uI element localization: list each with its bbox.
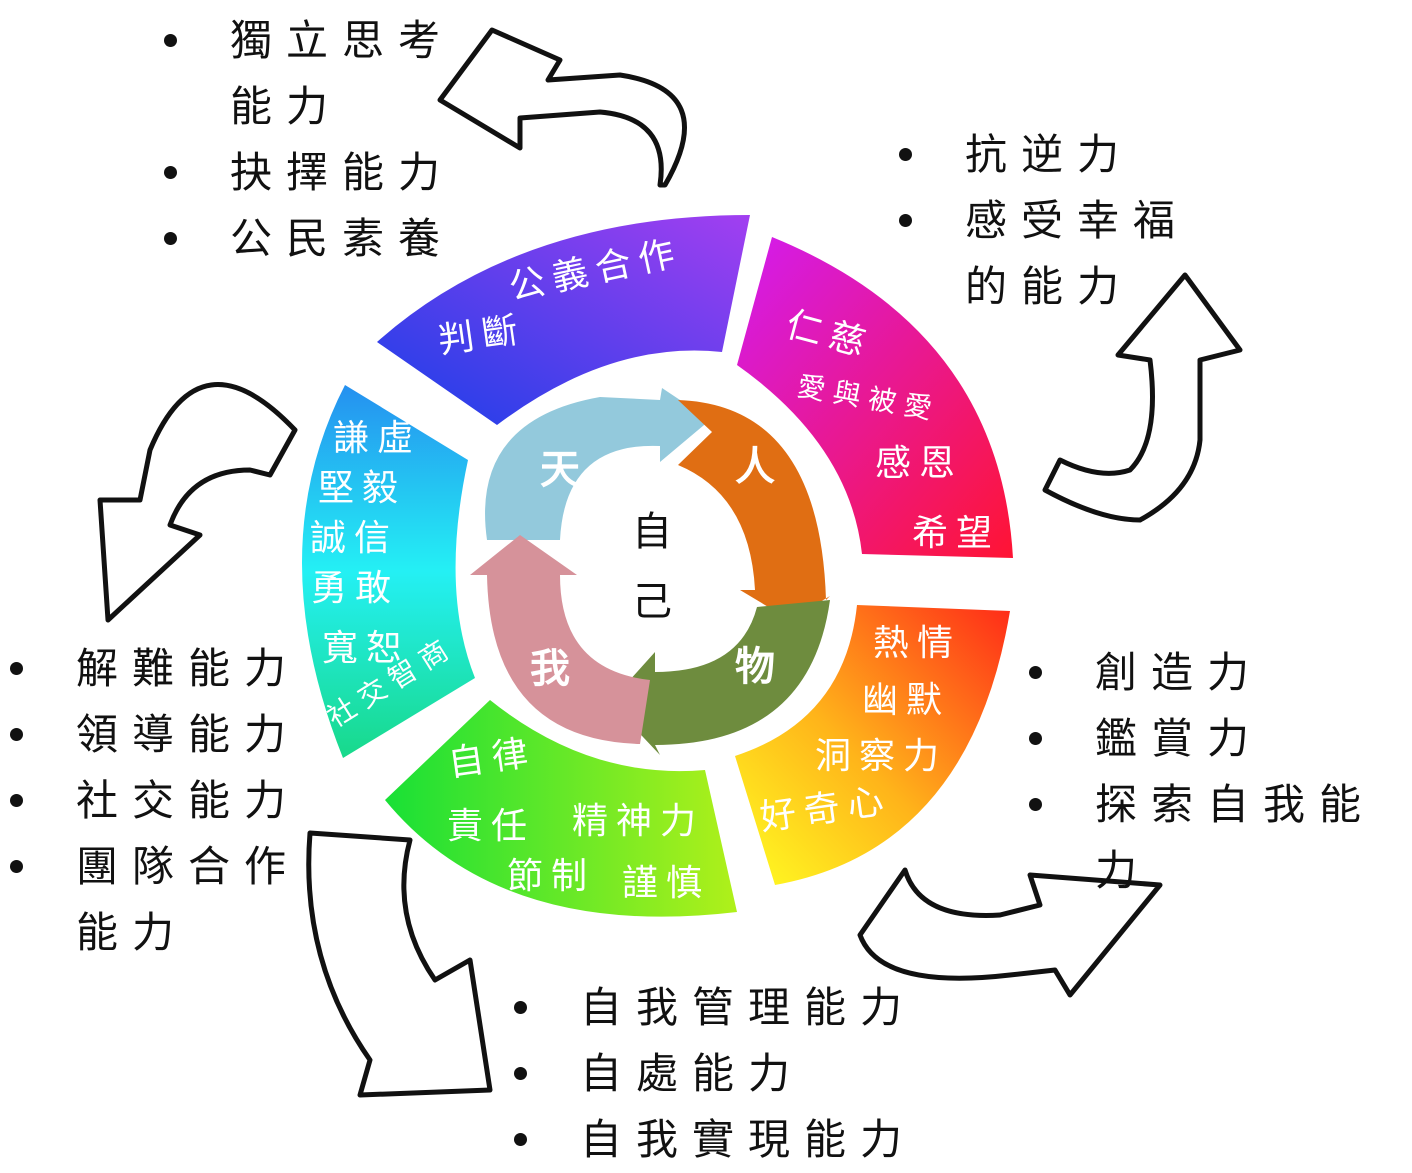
segment-top [377,215,750,425]
cycle-label-heaven: 天 [540,447,580,493]
list-item: 抉擇能力 [160,140,454,206]
list-top-right: 抗逆力 感受幸福的能力 [895,122,1189,320]
segment-left-label-2: 誠信 [310,518,398,559]
list-item: 領導能力 [6,702,300,768]
list-item: 自我實現能力 [510,1107,916,1173]
list-item: 抗逆力 [895,122,1189,188]
sketch-arrows [97,27,1243,1098]
center-label-line1: 自 [632,509,672,555]
segment-left-label-4: 寬恕 [322,628,410,669]
cycle-label-people: 人 [735,444,775,490]
segment-bottom-label-3: 節制 [507,856,595,897]
sketch-arrow-right-icon [857,867,1163,998]
list-item-text: 自我實現能力 [580,1115,917,1164]
list-item: 社交能力 [6,768,300,834]
segment-left-label-1: 堅毅 [318,468,406,509]
list-bottom: 自我管理能力 自處能力 自我實現能力 [510,975,916,1173]
list-item-text: 抗逆力 [965,130,1134,179]
segment-right [735,605,1010,885]
cycle-arrow-people [678,400,830,620]
list-item-text: 團隊合作 [76,842,301,891]
list-item: 自處能力 [510,1041,916,1107]
segment-bottom-label-1: 責任 [447,806,535,847]
list-item-text-continued: 能力 [230,82,343,131]
list-item: 公民素養 [160,206,454,272]
cycle-arrow-self [470,535,650,744]
list-item-text: 鑑賞力 [1095,714,1264,763]
sketch-arrow-left-icon [97,382,298,623]
list-item-text: 創造力 [1095,648,1264,697]
list-item-text: 社交能力 [76,776,301,825]
segment-bottom-label-4: 謹慎 [622,863,710,904]
center-label-line2: 己 [632,579,672,625]
list-item: 自我管理能力 [510,975,916,1041]
sketch-arrow-top-right-icon [1042,272,1243,523]
list-item: 鑑賞力 [1025,706,1412,772]
cycle-label-self: 我 [530,646,570,692]
list-item: 獨立思考能力 [160,8,454,140]
segment-right-label-2: 洞察力 [815,736,947,777]
list-item: 感受幸福的能力 [895,188,1189,320]
list-item-text-continued: 能力 [76,908,189,957]
cycle-label-things: 物 [735,644,775,690]
sketch-arrow-top-icon [437,27,688,188]
list-item-text-continued: 的能力 [965,262,1134,311]
list-item-text: 領導能力 [76,710,301,759]
list-right: 創造力 鑑賞力 探索自我能力 [1025,640,1412,904]
segment-right-label-1: 幽默 [862,680,950,721]
list-item: 解難能力 [6,636,300,702]
cycle-arrow-things [610,600,830,755]
list-top-left: 獨立思考能力 抉擇能力 公民素養 [160,8,454,272]
list-item-text: 自我管理能力 [580,983,917,1032]
cycle-arrow-heaven [485,388,710,540]
sketch-arrow-bottom-icon [306,830,493,1098]
segment-top-right [737,237,1013,558]
segment-top-right-label-2: 感恩 [875,443,963,484]
list-item-text: 公民素養 [230,214,455,263]
list-item: 探索自我能力 [1025,772,1412,904]
list-item: 創造力 [1025,640,1412,706]
segment-top-right-label-3: 希望 [912,513,1000,554]
segment-left [301,385,475,758]
list-item-text: 探索自我能力 [1095,780,1376,895]
list-item-text: 解難能力 [76,644,301,693]
list-item-text: 感受幸福 [965,196,1190,245]
segment-bottom [385,700,737,917]
list-item-text: 抉擇能力 [230,148,455,197]
list-left: 解難能力 領導能力 社交能力 團隊合作能力 [6,636,300,966]
segment-right-label-0: 熱情 [873,623,961,664]
list-item: 團隊合作能力 [6,834,300,966]
list-item-text: 自處能力 [580,1049,805,1098]
segment-bottom-label-2: 精神力 [572,801,704,842]
segment-left-label-3: 勇敢 [311,568,399,609]
segment-left-label-0: 謙虛 [333,418,421,459]
list-item-text: 獨立思考 [230,16,455,65]
